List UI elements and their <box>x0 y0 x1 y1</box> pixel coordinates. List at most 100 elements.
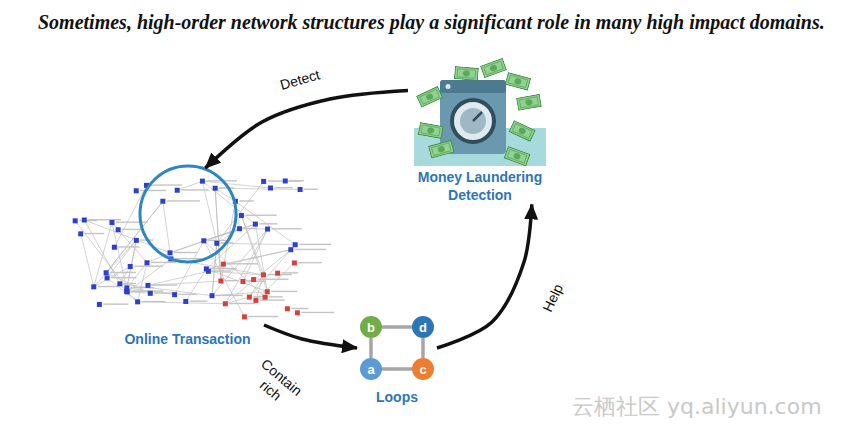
network-caption-mark <box>282 272 299 273</box>
loop-edge <box>369 338 373 358</box>
edge-label: Contain rich <box>244 353 308 415</box>
network-caption-mark <box>175 258 201 259</box>
vertex-letter: b <box>367 321 375 334</box>
network-vertex <box>240 279 245 284</box>
network-caption-mark <box>116 221 148 222</box>
network-vertex <box>175 188 180 193</box>
washing-machine-picture <box>414 58 546 166</box>
network-vertex <box>105 275 110 280</box>
network-vertex <box>124 289 129 294</box>
network-vertex <box>292 260 297 265</box>
network-caption-mark <box>247 280 266 281</box>
network-caption-mark <box>212 270 231 271</box>
network-vertex <box>145 283 150 288</box>
network-caption-mark <box>111 277 136 278</box>
network-link <box>81 234 94 287</box>
network-caption-mark <box>258 279 289 280</box>
network-vertex <box>221 262 226 267</box>
network-vertex <box>261 272 266 277</box>
network-link <box>217 243 295 244</box>
network-link <box>127 259 171 292</box>
network-vertex <box>285 306 290 311</box>
node-caption: Online Transaction <box>124 331 250 347</box>
network-caption-mark <box>167 200 200 201</box>
network-vertex <box>116 227 121 232</box>
network-vertex <box>263 295 268 300</box>
network-vertex <box>242 314 247 319</box>
network-caption-mark <box>131 291 145 292</box>
network-caption-mark <box>229 303 254 304</box>
network-caption-mark <box>301 312 334 313</box>
network-vertex <box>117 281 122 286</box>
network-caption-mark <box>299 244 331 245</box>
network-caption-mark <box>154 292 173 293</box>
network-caption-mark <box>272 228 302 229</box>
edge-label: Detect <box>269 64 331 97</box>
network-link <box>204 241 245 317</box>
network-vertex <box>104 270 109 275</box>
network-caption-mark <box>295 249 326 250</box>
network-caption-mark <box>174 252 197 253</box>
network-vertex <box>247 295 252 300</box>
network-vertex <box>253 298 258 303</box>
highlight-circle <box>140 166 236 262</box>
network-link <box>217 181 264 243</box>
network-caption-mark <box>298 262 321 263</box>
network-link <box>175 241 204 295</box>
network-vertex <box>112 245 117 250</box>
network-vertex <box>268 185 273 190</box>
network-vertex <box>160 199 165 204</box>
network-caption-mark <box>245 215 276 216</box>
network-link <box>138 263 147 302</box>
loop-edge <box>382 325 412 329</box>
network-link <box>206 269 267 292</box>
network-vertex <box>237 226 242 231</box>
network-vertex <box>251 277 256 282</box>
network-caption-mark <box>225 280 238 281</box>
network-link <box>208 271 263 275</box>
network-vertex <box>218 279 223 284</box>
network-vertex <box>128 264 133 269</box>
network-link <box>127 292 150 293</box>
network-vertex <box>295 310 300 315</box>
watermark: 云栖社区 yq.aliyun.com <box>572 392 822 422</box>
network-vertex <box>288 247 293 252</box>
network-link <box>84 220 120 284</box>
network-illustration <box>73 178 335 319</box>
network-caption-mark <box>291 308 308 309</box>
network-link <box>202 181 270 188</box>
flow-arrow <box>437 204 532 348</box>
network-caption-mark <box>259 223 277 224</box>
loop-vertex: b <box>360 316 382 338</box>
network-caption-mark <box>124 283 136 284</box>
loop-vertex: a <box>360 358 382 380</box>
network-caption-mark <box>151 262 176 263</box>
network-caption-mark <box>122 229 141 230</box>
network-caption-mark <box>248 316 278 317</box>
network-vertex <box>206 269 211 274</box>
network-vertex <box>168 250 173 255</box>
loop-edge <box>382 367 412 371</box>
network-link <box>163 201 170 253</box>
network-caption-mark <box>289 180 304 181</box>
network-vertex <box>172 292 177 297</box>
network-caption-mark <box>243 228 255 229</box>
network-caption-mark <box>151 184 182 185</box>
network-vertex <box>183 299 188 304</box>
network-caption-mark <box>88 219 121 220</box>
loop-edge <box>421 338 425 358</box>
network-link <box>138 302 226 304</box>
vertex-letter: d <box>419 321 427 334</box>
network-link <box>107 278 138 302</box>
network-vertex <box>78 231 83 236</box>
network-vertex <box>275 271 280 276</box>
network-caption-mark <box>269 296 283 297</box>
network-vertex <box>144 260 149 265</box>
node-caption: Money Laundering Detection <box>408 168 552 204</box>
network-caption-mark <box>304 189 318 190</box>
network-link <box>225 297 249 304</box>
network-caption-mark <box>152 284 178 285</box>
network-caption-mark <box>274 187 292 188</box>
network-caption-mark <box>210 268 237 269</box>
network-vertex <box>283 178 288 183</box>
